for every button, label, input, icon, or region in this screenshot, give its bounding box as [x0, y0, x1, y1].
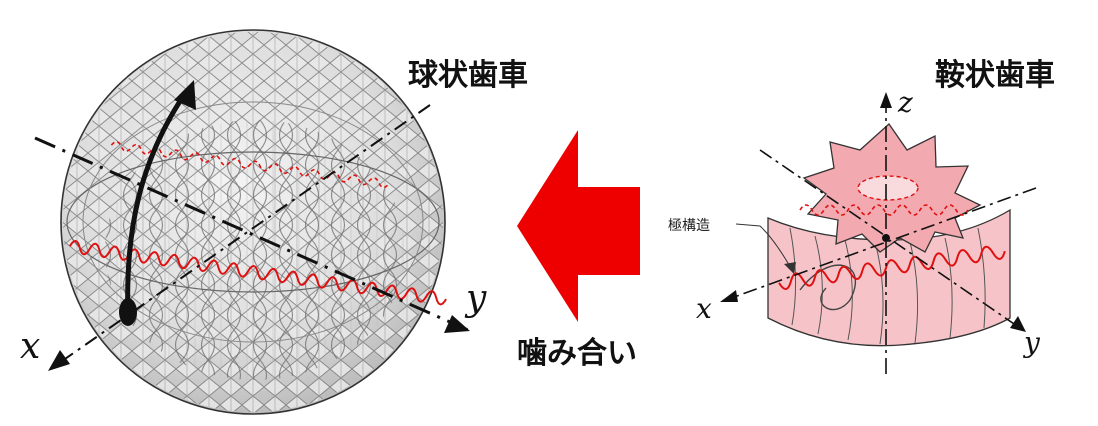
sphere-band [82, 101, 424, 343]
saddle-gear [767, 123, 1011, 347]
sphere-inner-lattice [105, 120, 405, 380]
saddle-y-axis [759, 149, 1021, 329]
saddle-y-arrowhead [1010, 316, 1026, 332]
saddle-y-axis-label: y [1024, 326, 1040, 359]
sphere-x-axis-label: x [20, 326, 41, 367]
sphere-y-axis [34, 136, 469, 332]
spherical-gear [60, 29, 446, 415]
saddle-flutes [789, 227, 986, 345]
saddle-pitch-line-back [799, 204, 969, 216]
saddle-gear-label: 鞍状歯車 [935, 58, 1055, 93]
sphere-x-axis [51, 104, 431, 369]
sphere-x-arrowhead [48, 350, 70, 371]
meshing-label: 噛み合い [517, 336, 637, 371]
saddle-z-arrowhead [880, 92, 892, 108]
pole-structure-swirl [799, 264, 857, 311]
rotation-arrowhead [174, 80, 196, 110]
saddle-origin [882, 234, 890, 242]
pivot-dot [119, 298, 137, 326]
saddle-z-axis-label: z [898, 86, 913, 119]
saddle-x-axis [725, 187, 1037, 301]
sphere-pitch-line-back [110, 141, 390, 189]
sphere-band [66, 151, 440, 293]
sphere-y-axis-label: y [466, 278, 487, 319]
saddle-bore [857, 175, 919, 201]
rotation-arrow-icon [125, 90, 189, 319]
saddle-x-arrowhead [720, 290, 738, 302]
saddle-x-axis-label: x [696, 292, 712, 325]
sphere-pitch-line [68, 240, 447, 306]
spherical-gear-label: 球状歯車 [408, 58, 528, 93]
sphere-y-arrowhead [444, 315, 470, 333]
pole-structure-leader-arrowhead [784, 262, 796, 274]
pole-structure-label: 極構造 [668, 218, 710, 234]
arrow-left-icon [517, 130, 640, 322]
saddle-pitch-line [778, 245, 1006, 290]
